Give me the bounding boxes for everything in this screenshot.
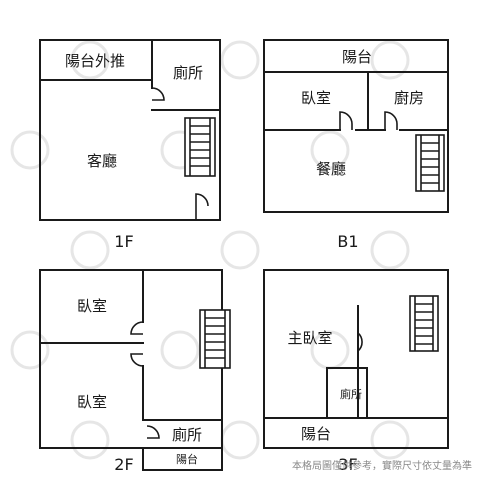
floor-b1: 陽台 臥室 廚房 餐廳 B1: [263, 39, 449, 251]
floor-b1-kitchen-door: [384, 111, 398, 130]
room-label-3f-balcony: 陽台: [301, 425, 331, 443]
floor-b1-outline: [263, 39, 449, 213]
floor-b1-stairs: [415, 134, 445, 192]
floor-3f: 主臥室 廁所 陽台 3F: [263, 269, 449, 474]
room-label-b1-balcony: 陽台: [342, 48, 372, 66]
floor-b1-bedroom-door: [339, 111, 353, 130]
floor-label-b1: B1: [337, 232, 358, 251]
floor-2f-toilet-door: [146, 425, 160, 439]
room-label-2f-balcony: 陽台: [176, 452, 198, 466]
room-label-1f-toilet: 廁所: [173, 64, 203, 82]
floor-3f-stairs: [409, 295, 439, 352]
floor-2f-balcony-box: [142, 447, 223, 471]
room-label-3f-toilet: 廁所: [340, 387, 362, 401]
floor-1f: 陽台外推 廁所 客廳 1F: [39, 39, 221, 251]
floor-3f-toilet-box: [326, 367, 368, 419]
floor-1f-toilet-door: [151, 87, 165, 101]
room-label-1f-living: 客廳: [87, 152, 117, 170]
room-label-2f-toilet: 廁所: [172, 426, 202, 444]
room-label-b1-dining: 餐廳: [316, 160, 346, 178]
floor-2f-stairs: [199, 309, 231, 369]
floor-2f: 臥室 臥室 廁所 陽台 2F: [39, 269, 231, 474]
room-label-b1-kitchen: 廚房: [394, 89, 424, 107]
room-label-3f-master-bedroom: 主臥室: [287, 329, 332, 347]
floor-3f-outline: [263, 269, 449, 449]
floor-1f-outline: [39, 39, 221, 221]
room-label-2f-bedroom-top: 臥室: [77, 297, 107, 315]
floor-1f-entrance-door: [195, 193, 209, 220]
room-label-1f-balcony-ext: 陽台外推: [65, 52, 125, 70]
floor-1f-stairs: [184, 117, 216, 177]
floor-3f-master-door: [357, 332, 363, 352]
disclaimer-note: 本格局圖僅供參考，實際尺寸依丈量為準: [292, 459, 472, 472]
room-label-2f-bedroom-bottom: 臥室: [77, 393, 107, 411]
floor-2f-bedroom-top-door: [130, 321, 144, 335]
floor-label-3f: 3F: [338, 455, 357, 474]
room-label-b1-bedroom: 臥室: [301, 89, 331, 107]
floor-label-1f: 1F: [114, 232, 133, 251]
floor-label-2f: 2F: [114, 455, 133, 474]
floor-2f-bedroom-bottom-door: [130, 353, 144, 367]
